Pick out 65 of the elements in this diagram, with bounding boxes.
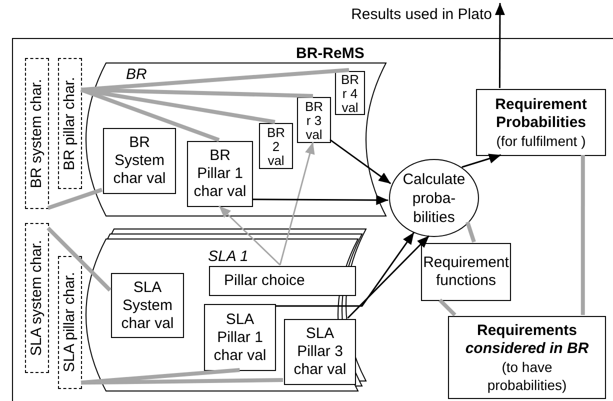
vertical-label: BR pillar char. (60, 76, 79, 170)
process-ellipse (389, 159, 479, 237)
connector-line (438, 298, 456, 316)
process-box (421, 243, 511, 301)
process-box (103, 128, 176, 194)
connector-line (80, 68, 350, 92)
vertical-label: BR system char. (27, 78, 46, 188)
process-box (335, 71, 365, 115)
process-box (476, 89, 606, 156)
box-label: Requirement functions (423, 254, 509, 290)
box-label: SLA Pillar 3 char val (292, 325, 348, 379)
vertical-label: SLA system char. (27, 240, 46, 356)
ellipse-label: Calculate proba- bilities (402, 170, 466, 226)
arrow (275, 232, 415, 307)
process-box (448, 316, 606, 399)
box-label: SLA Pillar 1 char val (212, 310, 268, 364)
system-frame (12, 38, 613, 401)
dashed-label-box (58, 58, 82, 189)
frame-title: BR-ReMS (296, 45, 364, 62)
dashed-label-box (25, 58, 49, 209)
stacked-page-band (86, 229, 368, 391)
arrow (330, 139, 392, 184)
box-label: val (266, 154, 286, 168)
arrow (279, 142, 315, 266)
box-label: Requirement Probabilities (494, 96, 588, 132)
connector-line (47, 188, 103, 210)
band-title: BR (126, 66, 147, 83)
box-label: (for fulfilment ) (496, 132, 586, 150)
box-label: (to have probabilities) (486, 358, 568, 394)
dashed-label-box (25, 223, 49, 373)
process-box (111, 273, 184, 338)
box-label: BR (304, 100, 324, 114)
arrow (347, 235, 430, 319)
box-label: Requirements considered in BR (464, 322, 590, 358)
box-label: BR (340, 73, 360, 87)
box-label: BR System char val (112, 134, 167, 188)
process-box (204, 304, 276, 371)
process-box (209, 266, 356, 296)
dashed-label-box (58, 256, 82, 389)
band-title: SLA 1 (208, 248, 248, 265)
process-box (297, 97, 331, 143)
connector-line (80, 378, 284, 385)
arrow (252, 195, 388, 206)
process-box (187, 141, 253, 207)
page-band (86, 63, 386, 216)
process-box (259, 123, 293, 169)
box-label: r 3 (305, 114, 323, 128)
box-label: SLA System char val (120, 278, 175, 332)
arrow (494, 3, 505, 88)
box-label: 2 (271, 140, 281, 154)
box-label: r 4 (341, 87, 359, 101)
box-label: BR (266, 126, 286, 140)
connector-line (80, 88, 220, 142)
process-box (284, 319, 356, 385)
connector-line (80, 88, 314, 98)
vertical-label: SLA pillar char. (60, 272, 79, 373)
box-label: Pillar choice (224, 272, 305, 290)
box-label: BR Pillar 1 char val (192, 147, 248, 201)
box-label: val (340, 101, 360, 115)
connector-line (466, 221, 476, 243)
box-label: val (304, 128, 324, 142)
connector-line (580, 155, 585, 315)
arrow (218, 205, 281, 266)
connector-line (46, 226, 112, 292)
arrow (462, 154, 502, 168)
